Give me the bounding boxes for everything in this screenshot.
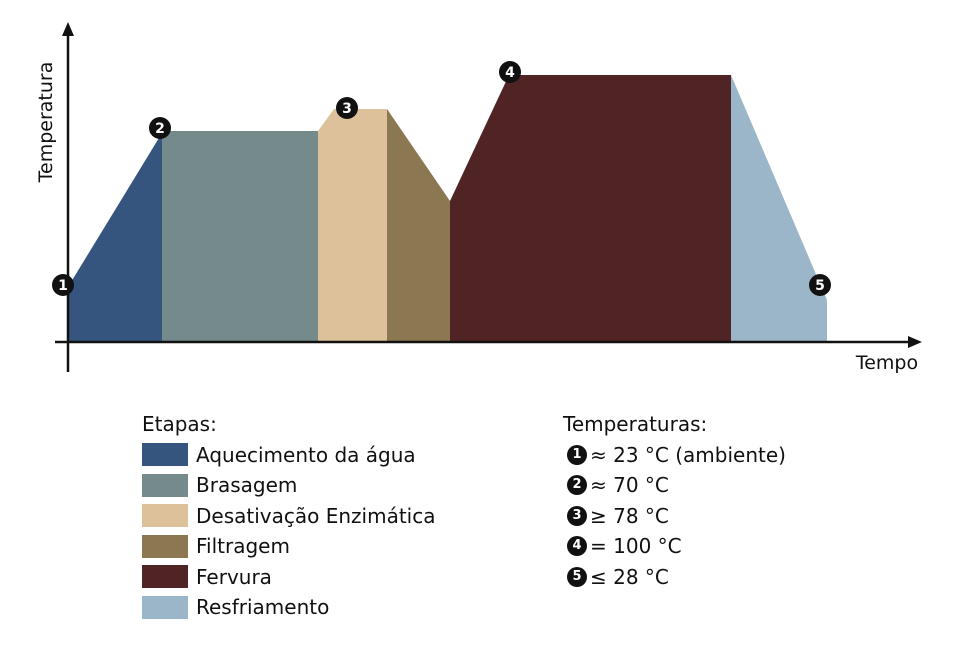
temperature-label-5: ≤ 28 °C — [590, 564, 669, 589]
stage-legend-item: Fervura — [142, 562, 435, 593]
marker-3: 3 — [336, 97, 358, 119]
marker-4: 4 — [499, 61, 521, 83]
temperature-label-2: ≈ 70 °C — [590, 473, 669, 497]
marker-4-circle — [499, 61, 521, 83]
stage-legend-item: Aquecimento da água — [142, 440, 435, 471]
marker-3-number: 3 — [342, 101, 352, 117]
marker-1: 1 — [52, 274, 74, 296]
stage-swatch-aquecimento — [142, 443, 188, 467]
stage-label-brasagem: Brasagem — [196, 473, 298, 497]
stage-legend: Etapas: Aquecimento da água Brasagem Des… — [142, 409, 435, 623]
temperature-badge-3: 3 — [567, 505, 587, 526]
stage-legend-title: Etapas: — [142, 412, 217, 436]
marker-5-number: 5 — [815, 278, 825, 294]
temperature-badge-4: 4 — [567, 536, 587, 557]
temperature-badge-2: 2 — [567, 475, 587, 496]
marker-2-circle — [149, 117, 171, 139]
temperature-badge-1: 1 — [567, 444, 587, 465]
marker-3-circle — [336, 97, 358, 119]
marker-1-circle — [52, 274, 74, 296]
x-axis-label: Tempo — [855, 352, 918, 374]
stage-area-brasagem — [162, 131, 318, 342]
stage-swatch-resfriamento — [142, 595, 188, 619]
marker-5: 5 — [809, 274, 831, 296]
temperature-label-1: ≈ 23 °C (ambiente) — [590, 442, 786, 467]
temperature-legend-item: 4 = 100 °C — [563, 531, 786, 562]
stage-legend-item: Brasagem — [142, 470, 435, 501]
temperature-profile-diagram: Temperatura Tempo 1 2 3 4 5 — [35, 22, 922, 374]
stage-area-resfriamento — [731, 75, 827, 342]
marker-4-number: 4 — [505, 65, 515, 81]
stage-label-resfriamento: Resfriamento — [196, 595, 330, 619]
temperature-badge-5: 5 — [567, 566, 587, 587]
temperature-label-4: = 100 °C — [590, 534, 682, 558]
marker-5-circle — [809, 274, 831, 296]
y-axis-label: Temperatura — [35, 62, 57, 184]
temperature-legend-item: 2 ≈ 70 °C — [563, 470, 786, 501]
stage-area-desativacao — [318, 109, 387, 342]
stage-swatch-desativacao — [142, 504, 188, 528]
temperature-legend-item: 1 ≈ 23 °C (ambiente) — [563, 440, 786, 471]
stage-label-aquecimento: Aquecimento da água — [196, 442, 416, 467]
temperature-legend-item: 5 ≤ 28 °C — [563, 562, 786, 593]
stage-swatch-filtragem — [142, 534, 188, 558]
stage-label-filtragem: Filtragem — [196, 534, 290, 558]
marker-2-number: 2 — [155, 121, 165, 137]
stage-label-desativacao: Desativação Enzimática — [196, 503, 436, 528]
temperature-legend-title: Temperaturas: — [563, 412, 708, 436]
stage-label-fervura: Fervura — [196, 564, 272, 589]
stage-area-aquecimento — [68, 133, 162, 342]
marker-2: 2 — [149, 117, 171, 139]
stage-swatch-brasagem — [142, 473, 188, 497]
temperature-legend: Temperaturas: 1 ≈ 23 °C (ambiente) 2 ≈ 7… — [563, 409, 786, 592]
stage-area-fervura — [450, 75, 731, 342]
stage-legend-item: Resfriamento — [142, 592, 435, 623]
marker-1-number: 1 — [58, 278, 68, 294]
stage-swatch-fervura — [142, 565, 188, 589]
stage-area-filtragem — [387, 109, 450, 342]
temperature-label-3: ≥ 78 °C — [590, 503, 669, 528]
stage-legend-item: Desativação Enzimática — [142, 501, 435, 532]
y-axis-arrow — [62, 22, 74, 36]
stage-legend-item: Filtragem — [142, 531, 435, 562]
temperature-legend-item: 3 ≥ 78 °C — [563, 501, 786, 532]
x-axis-arrow — [908, 336, 922, 348]
